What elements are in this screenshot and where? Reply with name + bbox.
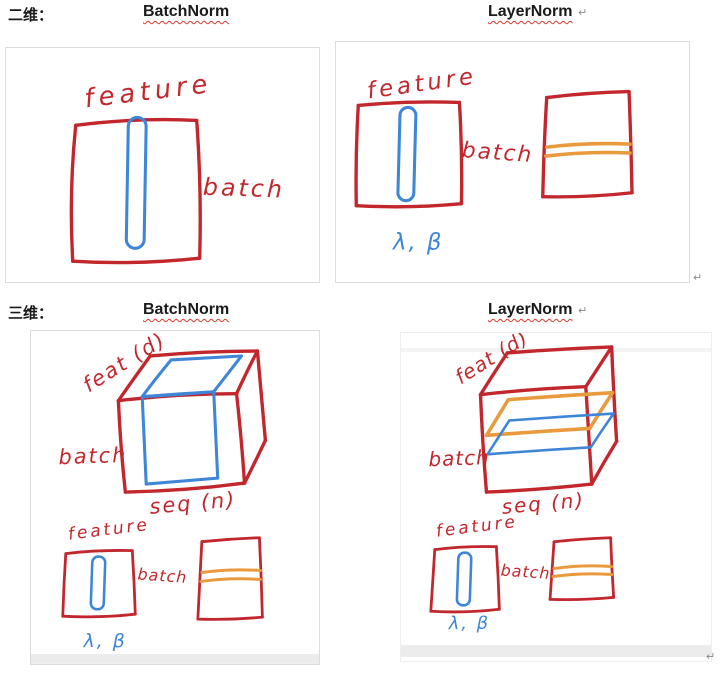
- layernorm-slice-plane-orange: [484, 390, 615, 438]
- lambda-beta-label: λ, β: [448, 613, 490, 634]
- data-matrix-square: [354, 100, 464, 209]
- figure-2d-layernorm: feature batch λ, β: [335, 41, 690, 283]
- small-batchnorm-slice-bar: [89, 555, 107, 611]
- tensor-cube: [116, 349, 268, 494]
- row1-dimension-label: 二维：: [8, 7, 54, 24]
- lambda-beta-label: λ, β: [392, 229, 443, 255]
- layernorm-slice-lines: [543, 141, 632, 158]
- small-batch-label: batch: [137, 564, 188, 586]
- svg-text:λ, β: λ, β: [83, 630, 127, 652]
- small-batchnorm-slice-bar: [455, 551, 473, 607]
- svg-text:batch: batch: [202, 173, 285, 204]
- svg-text:batch: batch: [428, 446, 490, 471]
- svg-text:feature: feature: [83, 69, 214, 114]
- feature-axis-label: feature: [365, 63, 478, 104]
- svg-text:batch: batch: [500, 561, 551, 583]
- tensor-cube: [478, 345, 619, 494]
- feature-axis-label: feature: [83, 69, 214, 114]
- row1-layernorm-heading: LayerNorm: [488, 3, 573, 20]
- svg-text:feat (d): feat (d): [79, 331, 171, 397]
- layernorm-slice-plane-blue: [486, 412, 615, 456]
- image-bottom-band: [31, 653, 319, 664]
- figure-3d-batchnorm: feat (d) batch seq (n) feature batch: [30, 330, 320, 665]
- layernorm-square: [541, 89, 634, 199]
- small-feature-label: feature: [435, 511, 519, 541]
- row1-batchnorm-heading: BatchNorm: [143, 3, 230, 20]
- svg-text:feature: feature: [67, 514, 151, 544]
- feature-axis-label: feat (d): [79, 331, 171, 397]
- svg-text:λ, β: λ, β: [448, 613, 490, 634]
- small-batch-label: batch: [500, 561, 551, 583]
- paragraph-mark-icon: ↵: [578, 304, 588, 317]
- image-bottom-band: [401, 645, 711, 657]
- batch-axis-label: batch: [202, 173, 285, 204]
- lambda-beta-label: λ, β: [83, 630, 127, 652]
- svg-text:feature: feature: [435, 511, 519, 541]
- figure-3d-layernorm: feat (d) batch seq (n) feature batch: [400, 332, 712, 662]
- small-layernorm-slice-lines: [551, 564, 614, 578]
- batchnorm-slice-bar: [124, 115, 148, 250]
- row2-layernorm-heading: LayerNorm: [488, 301, 573, 318]
- svg-text:batch: batch: [58, 443, 128, 469]
- small-batchnorm-square: [429, 545, 501, 614]
- figure-2d-batchnorm: feature batch: [5, 47, 320, 283]
- paragraph-mark-icon: ↵: [693, 271, 703, 284]
- svg-text:batch: batch: [137, 564, 188, 586]
- svg-text:λ, β: λ, β: [392, 229, 443, 255]
- svg-text:feature: feature: [365, 63, 478, 104]
- small-batchnorm-square: [61, 549, 137, 619]
- small-layernorm-slice-lines: [199, 568, 262, 583]
- row2-batchnorm-heading: BatchNorm: [143, 301, 230, 318]
- paragraph-mark-icon: ↵: [706, 650, 716, 663]
- feature-axis-label: feat (d): [451, 333, 532, 389]
- batch-axis-label: batch: [58, 443, 128, 469]
- batchnorm-slice-bar: [396, 105, 418, 203]
- svg-text:batch: batch: [461, 138, 534, 168]
- batch-axis-label: batch: [428, 446, 490, 471]
- data-matrix-square: [69, 117, 202, 265]
- svg-text:feat (d): feat (d): [451, 333, 532, 389]
- small-feature-label: feature: [67, 514, 151, 544]
- batch-axis-label: batch: [461, 138, 534, 168]
- row2-dimension-label: 三维：: [8, 305, 54, 322]
- batchnorm-slice-plane: [140, 354, 244, 486]
- paragraph-mark-icon: ↵: [578, 6, 588, 19]
